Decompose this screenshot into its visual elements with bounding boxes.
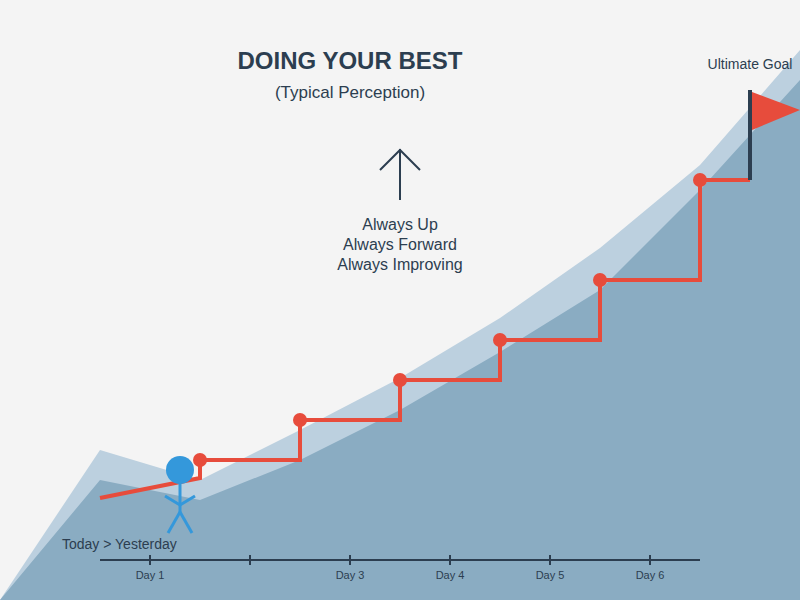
axis-label: Day 3 <box>336 569 365 582</box>
flag <box>752 92 800 130</box>
figure-caption: Today > Yesterday <box>62 536 177 553</box>
motto-line: Always Improving <box>337 255 462 274</box>
goal-label: Ultimate Goal <box>708 56 793 73</box>
progress-path <box>100 180 750 498</box>
figure-head <box>166 456 194 484</box>
stick-figure <box>165 482 195 533</box>
axis-label: Day 5 <box>536 569 565 582</box>
axis-label: Day 6 <box>636 569 665 582</box>
step-dots <box>193 173 707 467</box>
motto-line: Always Forward <box>343 235 457 254</box>
up-arrow <box>380 149 420 200</box>
time-axis <box>100 555 700 565</box>
subtitle: (Typical Perception) <box>275 83 425 103</box>
axis-label: Day 1 <box>136 569 165 582</box>
flag-pole <box>748 90 752 180</box>
title: DOING YOUR BEST <box>238 47 463 76</box>
axis-label: Day 4 <box>436 569 465 582</box>
mountain-band <box>0 50 800 600</box>
mountain <box>0 80 800 600</box>
motto-line: Always Up <box>362 215 438 234</box>
